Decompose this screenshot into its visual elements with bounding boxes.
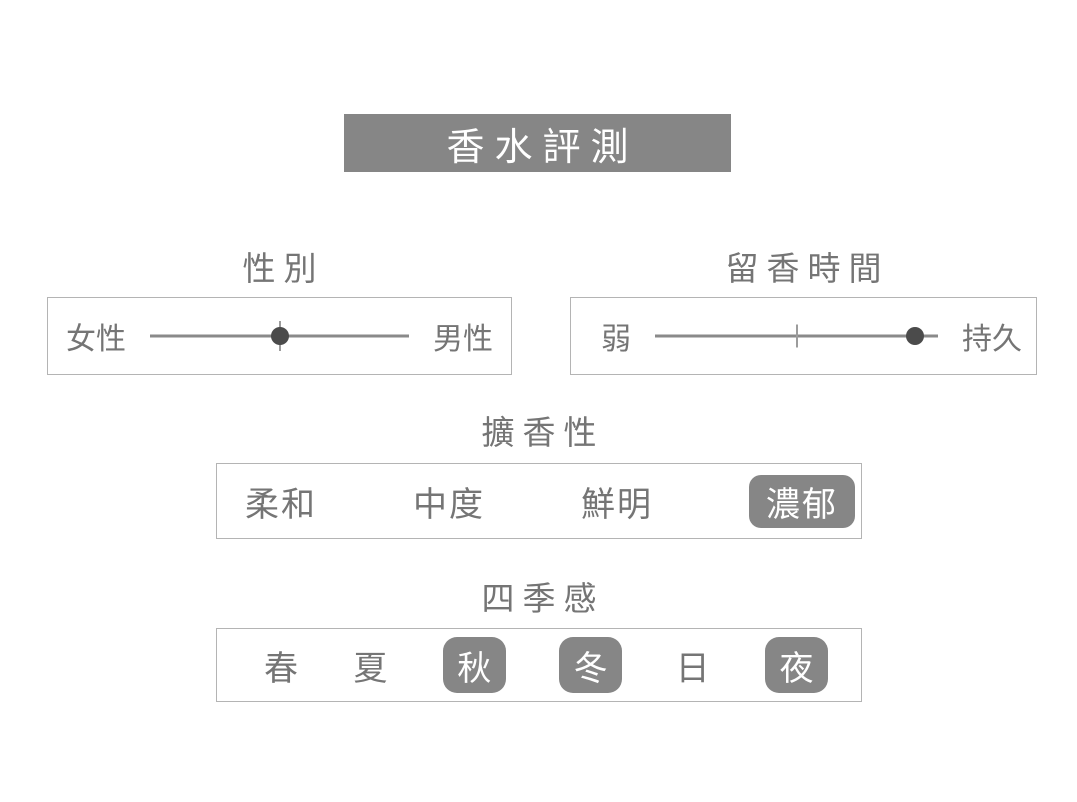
seasons-options-panel: 春 夏 秋冬 日 夜 — [216, 628, 862, 702]
season-option[interactable]: 春 — [264, 650, 300, 688]
gender-right-label: 男性 — [433, 323, 493, 356]
gender-slider-dot[interactable] — [270, 327, 289, 345]
sillage-option[interactable]: 濃郁 — [749, 474, 855, 528]
longevity-slider-track[interactable] — [655, 298, 938, 374]
longevity-section-title: 留香時間 — [725, 252, 890, 288]
sillage-option[interactable]: 鮮明 — [581, 486, 653, 524]
sillage-section-title: 擴香性 — [481, 416, 605, 452]
longevity-midpoint-tick — [795, 324, 798, 348]
seasons-section-title: 四季感 — [481, 582, 605, 618]
gender-left-label: 女性 — [66, 323, 126, 356]
gender-scale-panel: 女性 男性 — [47, 297, 512, 375]
gender-slider-track[interactable] — [150, 298, 409, 374]
page-title: 香水評測 — [344, 114, 731, 172]
sillage-options-panel: 柔和 中度 鮮明 濃郁 — [216, 463, 862, 539]
longevity-left-label: 弱 — [601, 323, 631, 356]
season-option[interactable]: 秋 — [442, 637, 506, 693]
season-option[interactable]: 日 — [675, 650, 712, 688]
gender-section-title: 性別 — [242, 252, 325, 288]
season-option[interactable]: 夜 — [764, 637, 828, 693]
sillage-option[interactable]: 中度 — [413, 486, 485, 524]
longevity-scale-panel: 弱 持久 — [570, 297, 1037, 375]
season-option[interactable]: 夏 — [353, 650, 390, 688]
sillage-option[interactable]: 柔和 — [245, 486, 317, 524]
longevity-right-label: 持久 — [962, 323, 1022, 356]
season-option[interactable]: 冬 — [559, 637, 623, 693]
longevity-slider-dot[interactable] — [906, 327, 925, 345]
